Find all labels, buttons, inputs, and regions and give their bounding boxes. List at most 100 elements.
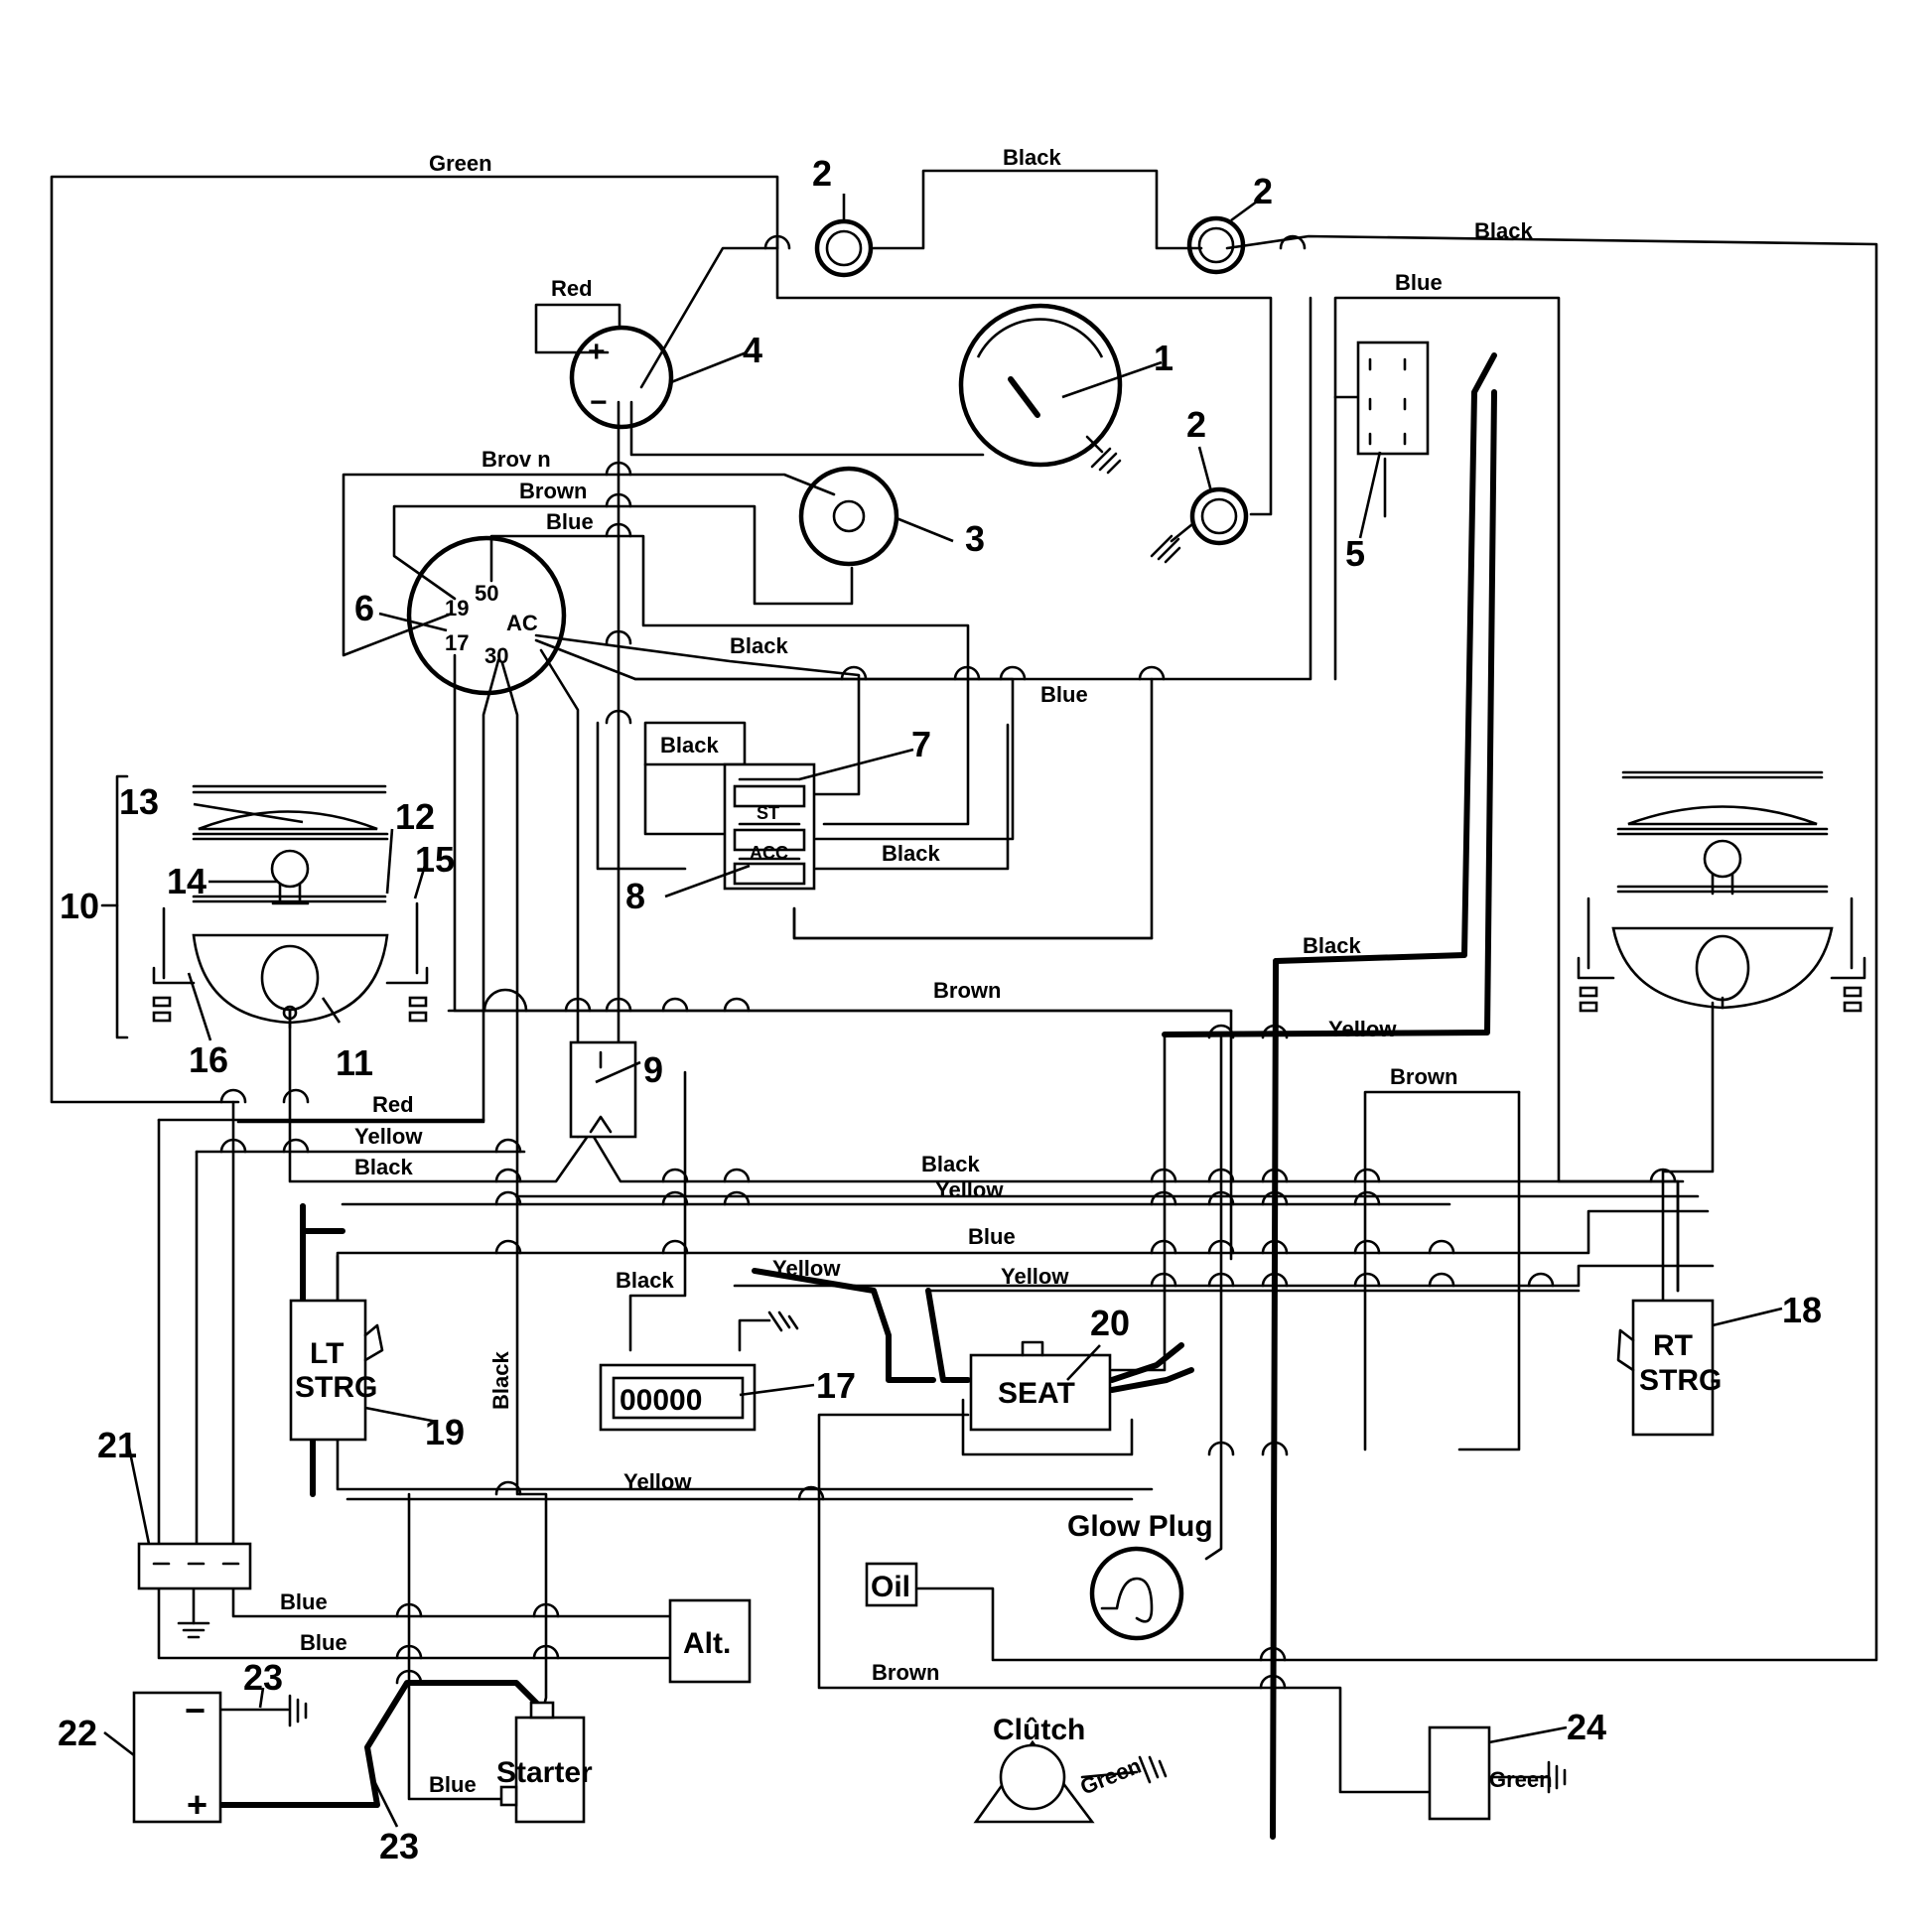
battery-plus-label: + [187, 1784, 207, 1825]
sender-3 [798, 466, 899, 567]
wires [50, 169, 1878, 1840]
label-blue-alt-1: Blue [280, 1589, 328, 1614]
headlamp-left [100, 774, 429, 1039]
callout-21: 21 [97, 1425, 137, 1465]
label-brown-mid: Brown [933, 978, 1001, 1003]
starter-label: Starter [496, 1756, 593, 1789]
label-green-top: Green [429, 151, 492, 176]
callout-7: 7 [911, 724, 931, 764]
label-black-acc: Black [882, 841, 940, 866]
label-black-low: Black [354, 1155, 413, 1179]
wire-black-top [872, 169, 1203, 250]
callout-5: 5 [1345, 533, 1365, 574]
oil-label: Oil [871, 1571, 910, 1603]
callout-4: 4 [743, 330, 762, 370]
callout-numbers: 1 2 2 2 3 4 5 6 7 8 9 10 11 12 13 14 15 … [58, 153, 1822, 1866]
callout-10: 10 [60, 886, 99, 926]
label-red-gauge: Red [551, 276, 593, 301]
label-black-thick: Black [1303, 933, 1361, 958]
wire-battery-starter [217, 1680, 544, 1808]
callout-15: 15 [415, 839, 455, 880]
wire-17-down [453, 653, 1233, 1261]
wire-green-top [50, 175, 779, 1104]
label-yellow-bus: Yellow [935, 1177, 1004, 1202]
wire-blue-alt-2 [157, 1587, 672, 1660]
label-blue-bus: Blue [968, 1224, 1016, 1249]
wire-sw-bottom [792, 906, 1154, 940]
indicator-lamp-top-right [1186, 215, 1246, 275]
headlamp-right [1577, 770, 1866, 1013]
seat-switch: SEAT [969, 1340, 1112, 1432]
wire-black-right [1225, 234, 1878, 1662]
callout-19: 19 [425, 1412, 465, 1452]
wire-yellow-mid [1110, 1035, 1167, 1372]
label-blue-3: Blue [546, 509, 594, 534]
callout-leaders [103, 194, 1783, 1828]
label-yellow-seat: Yellow [1001, 1264, 1069, 1289]
callout-2a: 2 [812, 153, 832, 194]
gauge-minus-label: − [590, 386, 608, 419]
callout-16: 16 [189, 1039, 228, 1080]
wire-black-thick-vertical [1270, 958, 1279, 1840]
wire-labels: Green Black Black Red Blue Brov n Brown … [280, 145, 1553, 1800]
callout-12: 12 [395, 796, 435, 837]
label-black-bus: Black [921, 1152, 980, 1176]
wire-blue-mid [633, 296, 1312, 681]
wire-red-gauge [534, 303, 621, 354]
sw-17-label: 17 [445, 630, 469, 655]
wire-gauge4-bottom [629, 400, 985, 457]
callout-14: 14 [167, 861, 207, 901]
connector-5 [1356, 341, 1430, 456]
wire-brown-1 [342, 473, 836, 657]
wire-lamp-ring [775, 236, 1273, 516]
glow-plug: Glow Plug [1067, 1510, 1213, 1641]
wire-black-ac-1 [534, 633, 861, 796]
label-green-clutch: Green [1077, 1753, 1145, 1800]
wire-black-sw-3 [596, 721, 687, 871]
label-black-ac: Black [730, 633, 788, 658]
ammeter-4: + − [569, 325, 674, 430]
wire-black-low [288, 1009, 1685, 1183]
callout-2c: 2 [1186, 404, 1206, 445]
callout-1: 1 [1154, 338, 1173, 378]
sw7-st-label: ST [757, 803, 779, 823]
label-black-right: Black [1474, 218, 1533, 243]
lt-strg-label-1: LT [310, 1337, 344, 1370]
callout-9: 9 [643, 1049, 663, 1090]
sw7-acc-label: ACC [750, 843, 788, 863]
clutch-switch: Clûtch [973, 1714, 1168, 1824]
wire-blue-alt-1 [231, 1587, 672, 1618]
seat-label: SEAT [998, 1377, 1075, 1410]
connector-21 [137, 1542, 252, 1639]
wire-clutch [1080, 1770, 1139, 1779]
wire-brown-2 [392, 504, 854, 606]
rt-strg-switch: RT STRG [1616, 1299, 1722, 1437]
callout-23a: 23 [243, 1657, 283, 1698]
glow-plug-label: Glow Plug [1067, 1510, 1213, 1543]
wire-seat-thick-3 [1109, 1367, 1194, 1393]
gauge-1 [958, 303, 1123, 475]
wire-lt-strg-down [336, 1438, 1154, 1491]
label-blue-starter: Blue [429, 1772, 477, 1797]
wire-crossings [219, 234, 1677, 1690]
hour-meter-digits: 00000 [620, 1384, 702, 1417]
wire-yellow-thick [1162, 389, 1497, 1037]
label-brown-right: Brown [1390, 1064, 1457, 1089]
label-black-sw: Black [660, 733, 719, 758]
wire-yellow-bus-thick [300, 1203, 345, 1234]
label-black-top: Black [1003, 145, 1061, 170]
callout-24: 24 [1567, 1707, 1606, 1747]
sw-19-label: 19 [445, 596, 469, 621]
relay-9 [569, 1040, 637, 1139]
callout-17: 17 [816, 1365, 856, 1406]
rt-strg-label-1: RT [1653, 1329, 1693, 1362]
wire-glow-plug [1204, 1035, 1223, 1561]
oil-sender: Oil [865, 1562, 918, 1607]
wire-rt-headlamp [1661, 1001, 1715, 1303]
wire-seat-thick-right [1109, 1342, 1184, 1383]
wire-yellow-long [733, 1264, 1715, 1288]
wire-oil [916, 1587, 1275, 1662]
starter-motor: Starter [496, 1701, 593, 1824]
callout-20: 20 [1090, 1303, 1130, 1343]
